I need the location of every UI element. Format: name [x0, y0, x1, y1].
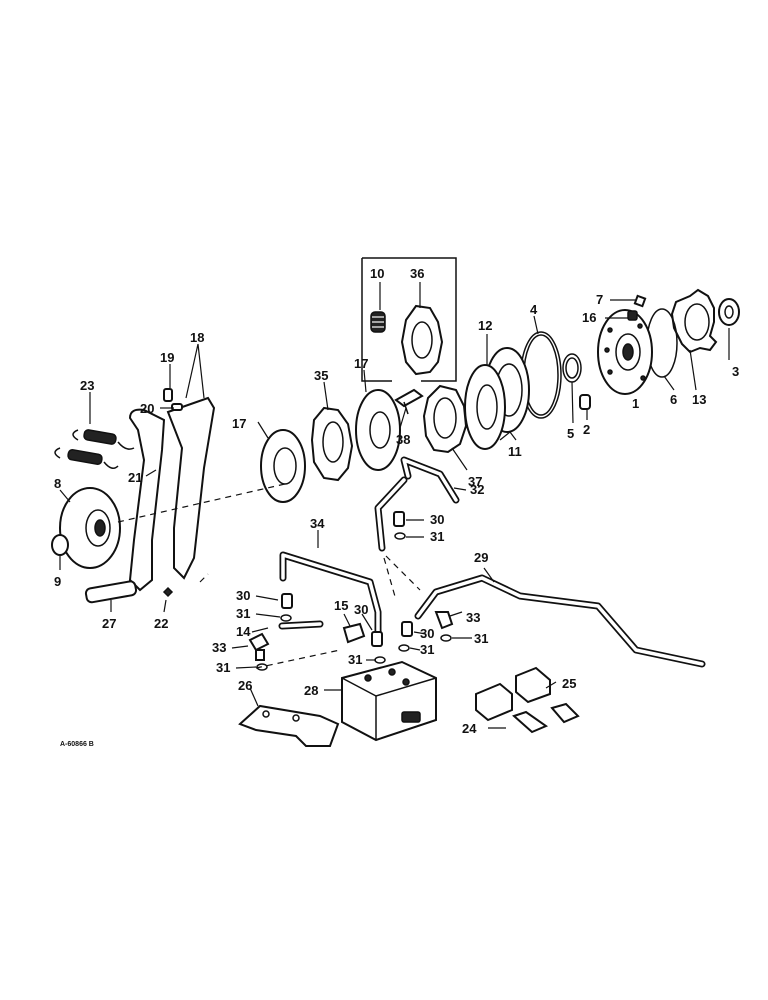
callout-23: 23: [80, 378, 94, 393]
fitting-30-left: [281, 593, 293, 609]
pin-2: [579, 394, 591, 410]
callout-31-left: 31: [236, 606, 250, 621]
callout-10: 10: [370, 266, 384, 281]
shaft-27: [84, 580, 138, 604]
callout-6: 6: [670, 392, 677, 407]
leader-lines: [59, 282, 730, 729]
callout-8: 8: [54, 476, 61, 491]
callout-30-right: 30: [420, 626, 434, 641]
callout-33-right: 33: [466, 610, 480, 625]
callout-31-mid: 31: [420, 642, 434, 657]
callout-30-left: 30: [236, 588, 250, 603]
callout-31-upper: 31: [430, 529, 444, 544]
callout-5: 5: [567, 426, 574, 441]
brake-disc-17-left: [260, 429, 306, 503]
pin-20: [171, 403, 183, 411]
callout-2: 2: [583, 422, 590, 437]
pin-22: [162, 586, 174, 598]
plate-35: [310, 406, 354, 482]
callout-32: 32: [470, 482, 484, 497]
callout-13: 13: [692, 392, 706, 407]
fitting-30-upper: [393, 511, 405, 527]
elbow-33-right: [434, 611, 454, 630]
callout-26: 26: [238, 678, 252, 693]
callout-9: 9: [54, 574, 61, 589]
callout-34: 34: [310, 516, 325, 531]
seal-ring-5: [562, 353, 582, 383]
pin-19: [163, 388, 173, 402]
callout-16: 16: [582, 310, 596, 325]
callout-12: 12: [478, 318, 492, 333]
callout-20: 20: [140, 401, 154, 416]
callout-21: 21: [128, 470, 142, 485]
callout-35: 35: [314, 368, 328, 383]
callout-30-center: 30: [354, 602, 368, 617]
spring-23-upper: [72, 429, 135, 450]
pedal-21: [128, 408, 166, 592]
callout-17-right: 17: [354, 356, 368, 371]
tube-14: [278, 620, 324, 630]
pin-38: [394, 388, 424, 415]
callout-19: 19: [160, 350, 174, 365]
block-25: [515, 666, 580, 724]
callout-15: 15: [334, 598, 348, 613]
seal-3: [718, 298, 740, 326]
tube-32: [374, 456, 460, 552]
hub-8: [59, 487, 121, 569]
pedal-18: [166, 396, 216, 580]
callout-36: 36: [410, 266, 424, 281]
actuator-plate-36: [400, 304, 444, 376]
spring-23-lower: [54, 447, 119, 469]
callout-11: 11: [508, 444, 522, 459]
callout-38: 38: [396, 432, 410, 447]
callout-24: 24: [462, 721, 477, 736]
inset-box: [361, 257, 457, 382]
actuator-plate-37: [422, 384, 468, 454]
callout-4: 4: [530, 302, 538, 317]
brake-disc-17-right: [355, 389, 401, 471]
callout-22: 22: [154, 616, 168, 631]
callout-31-center: 31: [348, 652, 362, 667]
callout-27: 27: [102, 616, 116, 631]
callout-1: 1: [632, 396, 639, 411]
tube-34: [279, 551, 382, 636]
block-24: [475, 682, 549, 734]
reference-code: A-60866 B: [60, 741, 94, 748]
gasket-13: [670, 288, 718, 354]
plug-16: [627, 310, 638, 321]
tee-15: [342, 622, 366, 644]
o-rings-31: [256, 532, 452, 671]
bleeder-7: [633, 294, 647, 308]
disc-12: [464, 364, 506, 450]
callout-7: 7: [596, 292, 603, 307]
callout-31-lower-left: 31: [216, 660, 230, 675]
cap-9: [51, 534, 69, 556]
callout-37: 37: [468, 474, 482, 489]
callout-28: 28: [304, 683, 318, 698]
callout-3: 3: [732, 364, 739, 379]
callout-31-right: 31: [474, 631, 488, 646]
spring-10: [370, 311, 386, 333]
fitting-30-center: [371, 631, 383, 647]
callout-14: 14: [236, 624, 251, 639]
brake-housing-1: [597, 309, 653, 395]
callout-17-left: 17: [232, 416, 246, 431]
callout-33-left: 33: [212, 640, 226, 655]
callout-29: 29: [474, 550, 488, 565]
callout-30-upper: 30: [430, 512, 444, 527]
callout-18: 18: [190, 330, 204, 345]
bracket-26: [238, 704, 340, 747]
callout-25: 25: [562, 676, 576, 691]
fitting-30-right: [401, 621, 413, 637]
valve-28: [341, 660, 437, 742]
elbow-33-left: [248, 632, 270, 661]
tube-29: [414, 574, 706, 668]
